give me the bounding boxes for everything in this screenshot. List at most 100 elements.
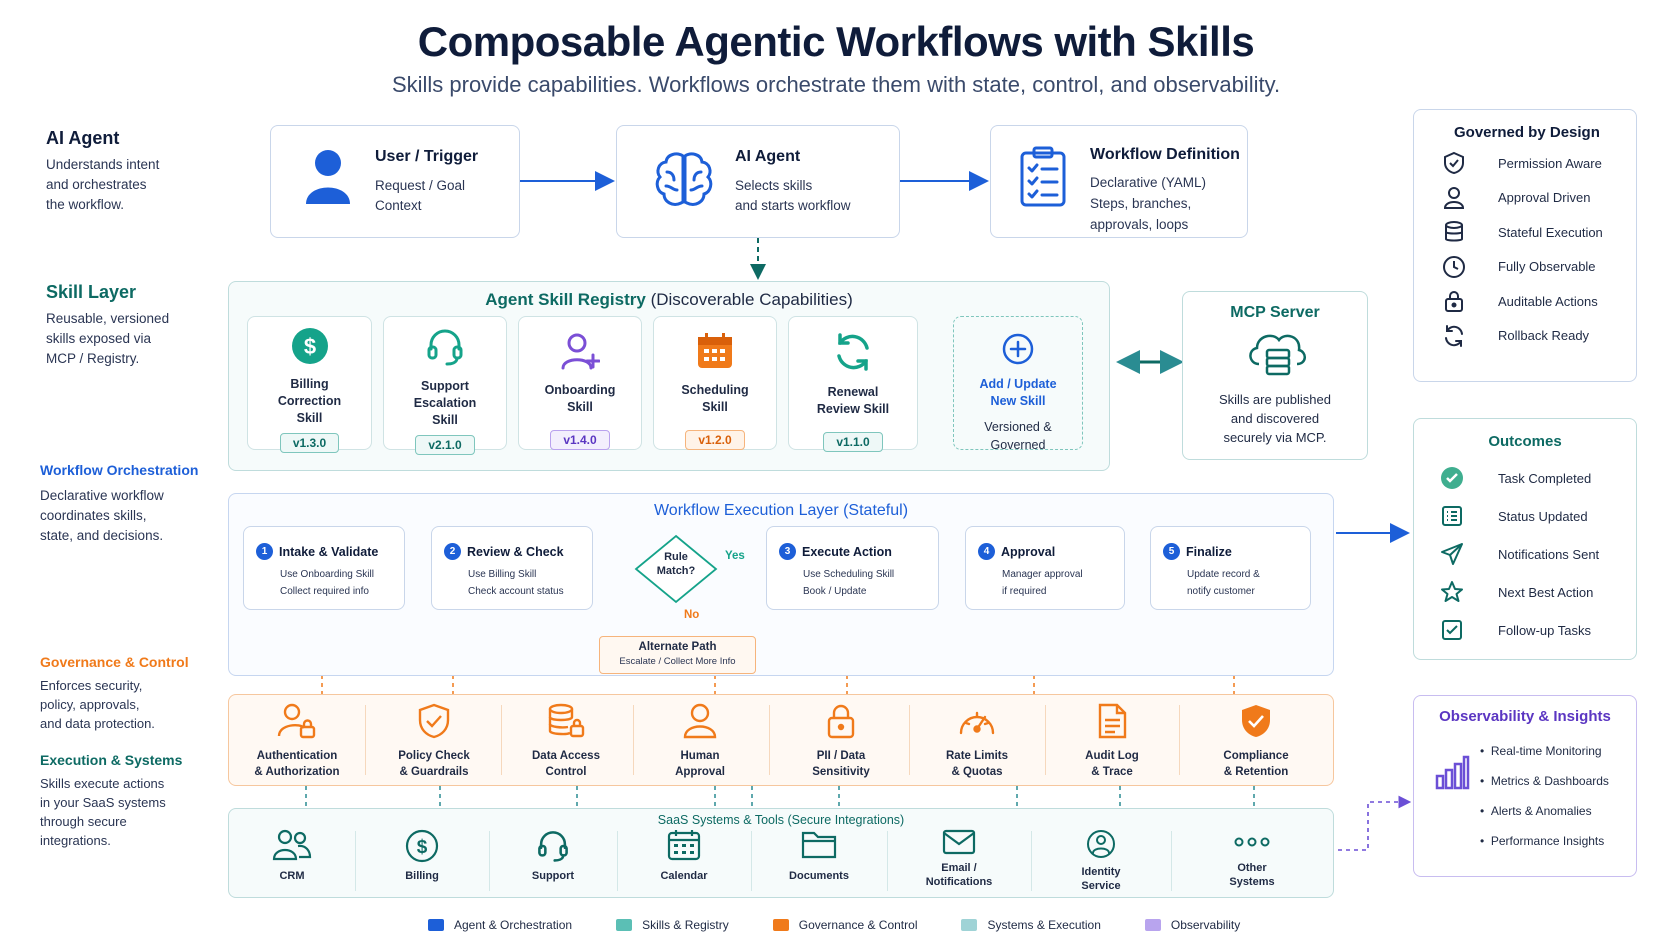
legend-swatch <box>772 919 789 931</box>
legend-item: Agent & Orchestration <box>428 918 572 932</box>
sidebar-text: and data protection. <box>40 716 155 731</box>
checklist-clipboard-icon <box>1020 146 1066 207</box>
sidebar-heading: AI Agent <box>46 128 120 148</box>
governed-label: Approval Driven <box>1498 190 1591 206</box>
plus-circle-icon <box>1002 333 1034 365</box>
system-label: Notifications <box>925 876 993 888</box>
registry-title-suffix: (Discoverable Capabilities) <box>650 290 853 309</box>
divider <box>365 705 366 775</box>
system-billing[interactable]: $ Billing <box>355 829 489 883</box>
outcome-label: Task Completed <box>1498 470 1592 486</box>
dollar-icon: $ <box>291 328 328 364</box>
card-text: Steps, branches, <box>1090 196 1192 211</box>
calendar-icon <box>698 333 732 368</box>
svg-text:$: $ <box>417 837 428 858</box>
system-label: Systems <box>1229 876 1275 888</box>
step-number: 3 <box>779 543 796 560</box>
governed-by-design-panel: Governed by Design Permission Aware Appr… <box>1413 109 1637 382</box>
system-label: Identity <box>1081 866 1121 878</box>
card-text: Selects skills <box>735 178 813 193</box>
brain-icon <box>655 152 713 206</box>
system-calendar[interactable]: Calendar <box>617 829 751 883</box>
system-label: Billing <box>405 870 439 882</box>
step-text: Update record & <box>1187 569 1260 580</box>
mcp-text: securely via MCP. <box>1223 430 1327 445</box>
legend-swatch <box>1144 919 1161 931</box>
clock-icon <box>1443 255 1465 278</box>
fingerprint-icon <box>1087 830 1115 858</box>
skill-registry-panel: Agent Skill Registry (Discoverable Capab… <box>228 281 1110 471</box>
gauge-icon <box>959 711 995 735</box>
shield-check-icon <box>418 703 450 739</box>
governance-label: & Guardrails <box>399 766 469 778</box>
sidebar-text: coordinates skills, <box>40 508 147 523</box>
add-skill-note: Governed <box>990 438 1046 452</box>
legend: Agent & Orchestration Skills & Registry … <box>428 918 1240 932</box>
skill-label: Skill <box>432 413 458 427</box>
governed-title: Governed by Design <box>1454 124 1600 141</box>
divider <box>909 705 910 775</box>
observability-label: Real-time Monitoring <box>1490 744 1602 758</box>
sidebar-text: Reusable, versioned <box>46 311 170 326</box>
alternate-path-box[interactable]: Alternate Path Escalate / Collect More I… <box>599 636 756 674</box>
system-email[interactable]: Email /Notifications <box>887 829 1031 889</box>
rule-match-diamond <box>634 534 718 604</box>
mcp-title: MCP Server <box>1230 304 1320 321</box>
refresh-icon <box>837 333 869 371</box>
saas-systems-panel: SaaS Systems & Tools (Secure Integration… <box>228 808 1334 898</box>
governed-label: Auditable Actions <box>1498 293 1598 309</box>
add-user-icon <box>561 333 601 370</box>
system-documents[interactable]: Documents <box>751 829 887 883</box>
divider <box>1179 705 1180 775</box>
governance-label: Sensitivity <box>812 766 870 778</box>
sidebar-text: Enforces security, <box>40 678 143 693</box>
sidebar-heading: Execution & Systems <box>40 752 183 768</box>
sidebar-text: in your SaaS systems <box>40 795 166 810</box>
sidebar-text: and orchestrates <box>46 177 147 192</box>
governance-item-policy[interactable]: Policy Check& Guardrails <box>367 703 501 780</box>
governance-label: & Quotas <box>951 766 1003 778</box>
check-circle-icon <box>1441 467 1463 489</box>
legend-swatch <box>616 919 633 931</box>
legend-item: Systems & Execution <box>961 918 1101 932</box>
step-text: Collect required info <box>280 586 369 597</box>
governance-item-auth[interactable]: Authentication& Authorization <box>229 703 365 780</box>
divider <box>751 831 752 891</box>
governance-item-compliance[interactable]: Compliance& Retention <box>1179 703 1333 780</box>
dollar-icon: $ <box>405 829 439 863</box>
system-label: Service <box>1081 880 1121 892</box>
system-crm[interactable]: CRM <box>229 829 355 883</box>
governed-item: Fully Observable <box>1442 250 1603 285</box>
governance-item-audit-log[interactable]: Audit Log& Trace <box>1045 703 1179 780</box>
system-support[interactable]: Support <box>489 829 617 883</box>
observability-item: • Metrics & Dashboards <box>1480 774 1609 788</box>
step-number: 1 <box>256 543 273 560</box>
card-title: Workflow Definition <box>1090 146 1240 163</box>
governed-item: Auditable Actions <box>1442 284 1603 319</box>
outcomes-title: Outcomes <box>1488 433 1562 450</box>
version-badge: v2.1.0 <box>415 435 475 455</box>
governance-item-rate-limits[interactable]: Rate Limits& Quotas <box>909 703 1045 780</box>
mail-icon <box>942 829 976 855</box>
step-text: Check account status <box>468 586 564 597</box>
skill-label: Skill <box>567 400 593 414</box>
divider <box>617 831 618 891</box>
skill-label: Correction <box>277 394 342 408</box>
legend-label: Observability <box>1170 918 1241 932</box>
